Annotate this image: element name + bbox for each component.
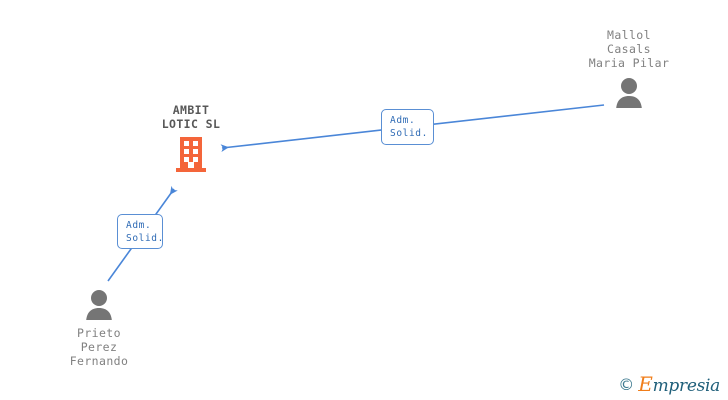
building-icon[interactable]	[121, 135, 261, 173]
watermark-empresia: © Empresia	[618, 372, 720, 396]
relation-label-adm-solid-mallol[interactable]: Adm. Solid.	[381, 109, 434, 145]
copyright-icon: ©	[618, 374, 635, 394]
company-name-label: AMBIT LOTIC SL	[161, 103, 221, 131]
watermark-brand-rest: mpresia	[652, 376, 721, 396]
building-icon-glyph	[176, 137, 206, 172]
person-icon[interactable]	[24, 286, 174, 320]
person-name-label: Mallol Casals Maria Pilar	[588, 28, 670, 70]
person-node-prieto-perez-fernando[interactable]: Prieto Perez Fernando	[24, 286, 174, 368]
person-icon-glyph	[616, 78, 642, 108]
watermark-brand: Empresia	[638, 372, 720, 396]
person-name-label: Prieto Perez Fernando	[69, 326, 129, 368]
person-icon-glyph	[86, 290, 112, 320]
person-icon[interactable]	[554, 74, 704, 108]
relation-label-adm-solid-prieto[interactable]: Adm. Solid.	[117, 214, 163, 249]
person-node-mallol-casals-maria-pilar[interactable]: Mallol Casals Maria Pilar	[554, 28, 704, 108]
company-node-ambit-lotic-sl[interactable]: AMBIT LOTIC SL	[121, 103, 261, 173]
watermark-brand-initial: E	[638, 372, 653, 396]
